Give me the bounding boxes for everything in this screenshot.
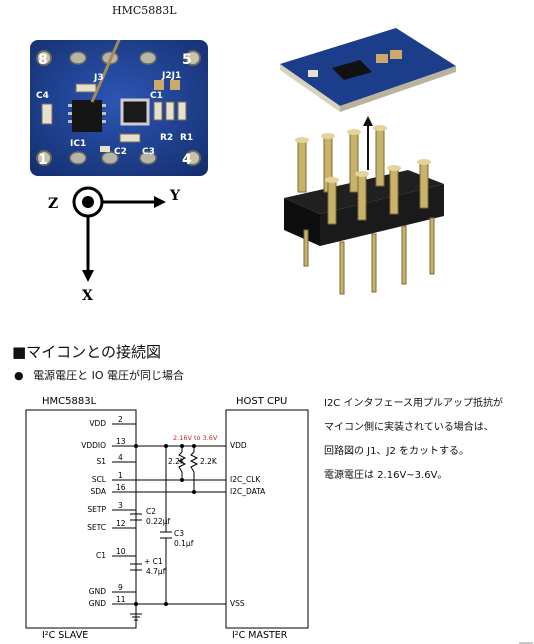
pin-vddio-num: 13 [116, 437, 126, 446]
note-line-4: 電源電圧は 2.16V~3.6V。 [324, 470, 448, 481]
pin-vdd-label: VDD [89, 419, 106, 428]
label-pin5: 5 [182, 52, 192, 68]
pin-setp-label: SETP [87, 505, 106, 514]
pin-scl-num: 1 [118, 471, 123, 480]
label-pin1: 1 [38, 152, 48, 168]
ic-chip [72, 100, 102, 132]
pcb-outline [30, 40, 208, 176]
slave-caption: I²C SLAVE [42, 630, 88, 641]
section-title: ■マイコンとの接続図 [12, 343, 162, 361]
label-c4: C4 [36, 91, 49, 101]
pin-s1-label: S1 [96, 457, 106, 466]
capacitor-c1 [120, 98, 150, 126]
cap-c3-value: 0.1µf [174, 539, 194, 548]
master-title: HOST CPU [236, 396, 287, 407]
cap-c2-value: 0.22µf [146, 517, 170, 526]
pin-s1-num: 4 [118, 453, 123, 462]
pin-gnd2-num: 11 [116, 595, 126, 604]
bullet-mark: ● [14, 369, 24, 382]
resistor-1-value: 2.2K [168, 457, 186, 466]
pin-sda-num: 16 [116, 483, 126, 492]
header-holes [36, 50, 201, 166]
pin-setp-num: 3 [118, 501, 123, 510]
master-pin-data: I2C_DATA [230, 487, 266, 496]
chip-label: HMC5883L [112, 4, 177, 17]
pin-gnd-label: GND [89, 587, 106, 596]
cap-c3-label: C3 [174, 529, 184, 538]
pin-vddio-label: VDDIO [81, 441, 106, 450]
axis-diagram: Z Y X [48, 186, 181, 304]
label-c3: C3 [142, 147, 155, 157]
master-caption: I²C MASTER [232, 630, 288, 641]
bullet-item: ● 電源電圧と IO 電圧が同じ場合 [14, 367, 184, 383]
pin-setc-num: 12 [116, 519, 126, 528]
label-r1: R1 [180, 133, 193, 143]
z-axis-dot [82, 196, 94, 208]
voltage-note: 2.16V to 3.6V [173, 434, 218, 442]
cap-c2-label: C2 [146, 507, 156, 516]
label-c2: C2 [114, 147, 127, 157]
label-j2j1: J2J1 [161, 71, 181, 81]
pin-gnd-num: 9 [118, 583, 123, 592]
bullet-text: 電源電圧と IO 電圧が同じ場合 [33, 369, 185, 382]
module-socket-image [280, 28, 456, 295]
label-pin8: 8 [38, 52, 48, 68]
corner-mark [519, 642, 533, 644]
slave-title: HMC5883L [42, 396, 97, 407]
slave-box [25, 409, 137, 629]
label-pin4: 4 [182, 152, 192, 168]
cap-c1-label: + C1 [144, 557, 163, 566]
pointer-line [90, 40, 121, 103]
sensor-board-image: 8 5 1 4 J3 J2J1 C4 C1 IC1 C2 C3 R2 R1 [30, 40, 208, 176]
label-ic1: IC1 [70, 139, 86, 149]
label-r2: R2 [160, 133, 173, 143]
pin-c1-num: 10 [116, 547, 126, 556]
master-box [225, 409, 309, 629]
cap-c1-value: 4.7µf [146, 567, 166, 576]
pin-c1-label: C1 [96, 551, 106, 560]
note-line-1: I2C インタフェース用プルアップ抵抗が [324, 398, 503, 409]
capacitor-c4 [41, 103, 53, 125]
label-j3: J3 [93, 73, 104, 83]
pin-gnd2-label: GND [89, 599, 106, 608]
master-pin-vdd: VDD [230, 441, 247, 450]
master-pin-clk: I2C_CLK [230, 475, 261, 484]
pin-vdd-num: 2 [118, 415, 123, 424]
z-axis-label: Z [48, 196, 58, 212]
pin-sda-label: SDA [90, 487, 106, 496]
y-axis-label: Y [169, 188, 181, 204]
connection-note: I2C インタフェース用プルアップ抵抗が マイコン側に実装されている場合は、 回… [324, 392, 530, 488]
note-line-3: 回路図の J1、J2 をカットする。 [324, 446, 469, 457]
label-c1: C1 [150, 91, 163, 101]
resistor-2-value: 2.2K [200, 457, 218, 466]
x-axis-label: X [82, 288, 93, 304]
module-board [280, 28, 456, 112]
pin-scl-label: SCL [92, 475, 107, 484]
master-pin-vss: VSS [230, 599, 245, 608]
note-line-2: マイコン側に実装されている場合は、 [324, 422, 494, 433]
pin-setc-label: SETC [87, 523, 106, 532]
schematic-diagram: HMC5883L HOST CPU 2.16V to 3.6V VDD 2 VD… [25, 396, 309, 641]
